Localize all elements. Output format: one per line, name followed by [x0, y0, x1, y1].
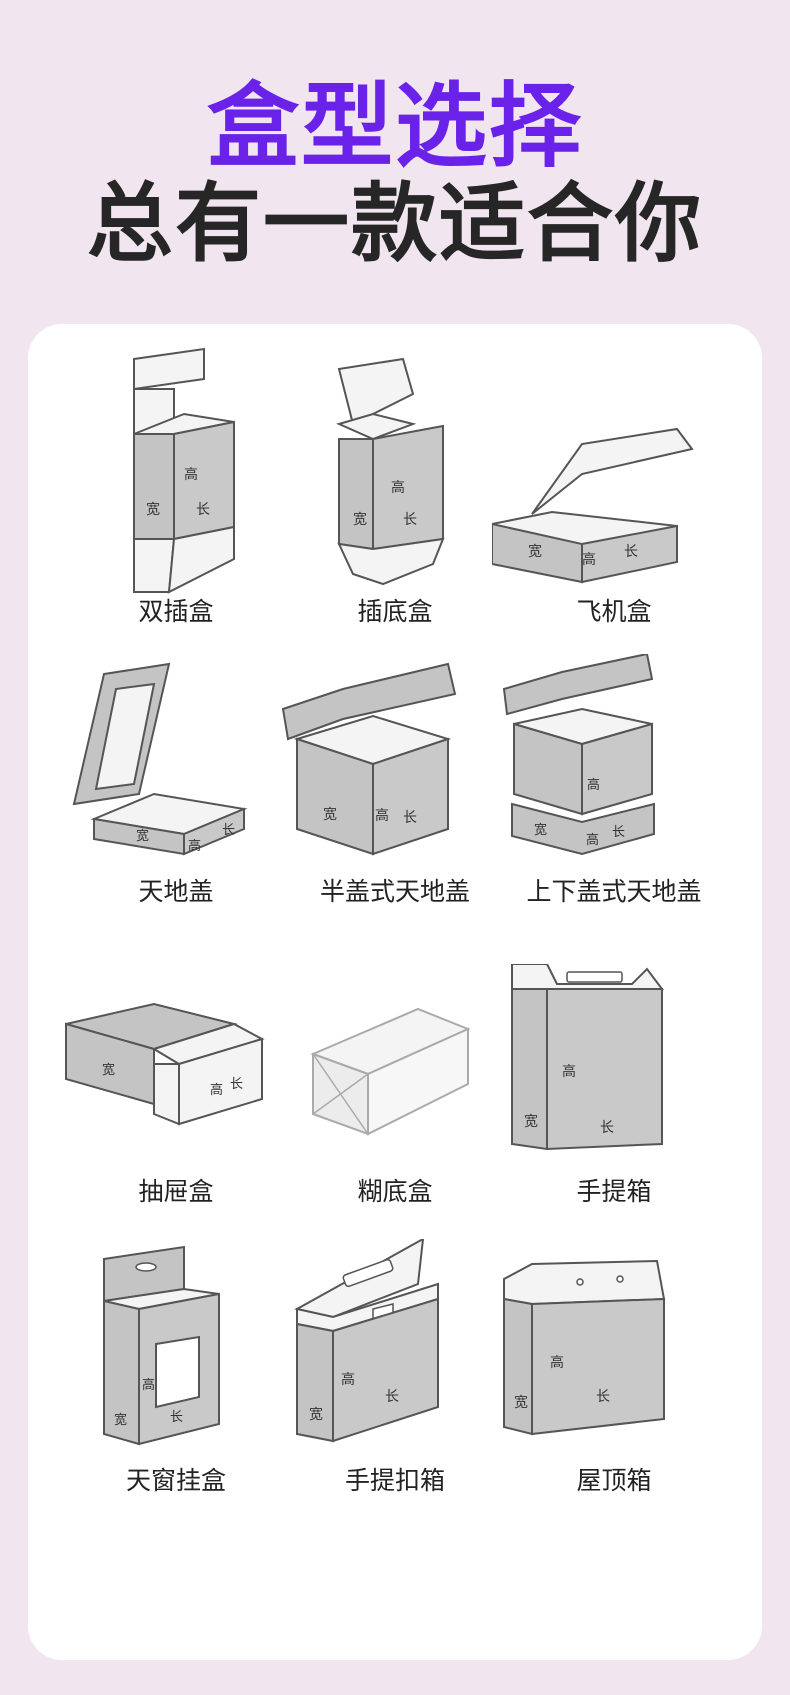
length-label: 长	[385, 1389, 399, 1405]
length-label: 长	[170, 1410, 183, 1425]
height-label: 高	[188, 838, 201, 854]
height-label: 高	[582, 551, 596, 568]
width-label: 宽	[534, 822, 547, 838]
height-label: 高	[184, 466, 198, 483]
width-label: 宽	[323, 806, 337, 823]
box-item-roof-case[interactable]: 高 宽 长 屋顶箱	[492, 1239, 736, 1509]
width-label: 宽	[114, 1412, 127, 1428]
length-label: 长	[600, 1120, 614, 1136]
glued-bottom-box-illustration	[310, 1007, 471, 1136]
width-label: 宽	[136, 828, 149, 844]
box-name-label: 屋顶箱	[576, 1466, 652, 1495]
width-label: 宽	[353, 511, 367, 528]
width-label: 宽	[528, 543, 542, 560]
double-tuck-box-illustration: 高 宽 长	[133, 347, 235, 594]
width-label: 宽	[309, 1406, 323, 1423]
box-name-label: 上下盖式天地盖	[526, 877, 702, 906]
page-title: 盒型选择	[206, 73, 583, 180]
top-bottom-lid-box-illustration: 高 宽 高 长	[502, 654, 655, 856]
half-lid-box-illustration: 宽 高 长	[281, 662, 457, 856]
box-name-label: 双插盒	[138, 597, 214, 626]
width-label: 宽	[514, 1394, 528, 1411]
tuck-bottom-box-illustration: 高 宽 长	[336, 357, 445, 586]
handle-case-box-illustration: 高 宽 长	[511, 964, 664, 1151]
height-label-2: 高	[586, 832, 599, 848]
box-item-half-lid[interactable]: 宽 高 长 半盖式天地盖	[273, 654, 517, 914]
height-label: 高	[587, 777, 600, 793]
width-label: 宽	[146, 501, 160, 518]
box-item-top-bottom-lid[interactable]: 高 宽 高 长 上下盖式天地盖	[492, 654, 736, 914]
box-item-drawer[interactable]: 宽 高 长 抽屉盒	[54, 964, 298, 1214]
page-subtitle: 总有一款适合你	[87, 174, 703, 274]
height-label: 高	[210, 1082, 223, 1098]
box-name-label: 天窗挂盒	[125, 1466, 226, 1495]
width-label: 宽	[524, 1113, 538, 1130]
box-name-label: 半盖式天地盖	[319, 877, 470, 906]
length-label: 长	[596, 1389, 610, 1405]
length-label: 长	[196, 502, 210, 518]
box-name-label: 天地盖	[138, 877, 214, 906]
length-label: 长	[403, 512, 417, 528]
box-item-handle-buckle-case[interactable]: 高 宽 长 手提扣箱	[273, 1239, 517, 1509]
box-item-double-tuck[interactable]: 高 宽 长 双插盒	[54, 334, 298, 634]
height-label: 高	[391, 479, 405, 496]
mailer-box-illustration: 宽 高 长	[492, 427, 694, 584]
length-label: 长	[230, 1077, 243, 1092]
width-label: 宽	[102, 1062, 115, 1078]
height-label: 高	[341, 1371, 355, 1388]
window-hanger-box-illustration: 高 宽 长	[103, 1245, 220, 1446]
box-name-label: 手提扣箱	[344, 1466, 445, 1495]
drawer-box-illustration: 宽 高 长	[65, 1002, 265, 1126]
telescope-lid-box-illustration: 宽 高 长	[72, 662, 248, 856]
box-item-tuck-bottom[interactable]: 高 宽 长 插底盒	[273, 334, 517, 634]
box-name-label: 抽屉盒	[138, 1177, 214, 1206]
height-label: 高	[562, 1063, 576, 1080]
box-name-label: 飞机盒	[576, 597, 652, 626]
length-label: 长	[612, 825, 625, 840]
length-label: 长	[624, 544, 638, 560]
height-label: 高	[375, 807, 389, 824]
roof-case-box-illustration: 高 宽 长	[503, 1259, 666, 1436]
box-name-label: 糊底盒	[357, 1177, 433, 1206]
box-name-label: 插底盒	[357, 597, 433, 626]
length-label: 长	[222, 823, 235, 838]
box-name-label: 手提箱	[576, 1177, 652, 1206]
box-type-card: 高 宽 长 双插盒 高 宽 长 插底盒 宽 高 长 飞机盒	[28, 324, 762, 1660]
handle-buckle-case-box-illustration: 高 宽 长	[294, 1239, 439, 1443]
box-item-window-hanger[interactable]: 高 宽 长 天窗挂盒	[54, 1239, 298, 1509]
box-item-handle-case[interactable]: 高 宽 长 手提箱	[492, 964, 736, 1214]
box-item-mailer[interactable]: 宽 高 长 飞机盒	[492, 334, 736, 634]
box-item-telescope-lid[interactable]: 宽 高 长 天地盖	[54, 654, 298, 914]
box-item-glued-bottom[interactable]: 糊底盒	[273, 964, 517, 1214]
height-label: 高	[550, 1354, 564, 1371]
length-label: 长	[403, 810, 417, 826]
height-label: 高	[142, 1377, 155, 1393]
